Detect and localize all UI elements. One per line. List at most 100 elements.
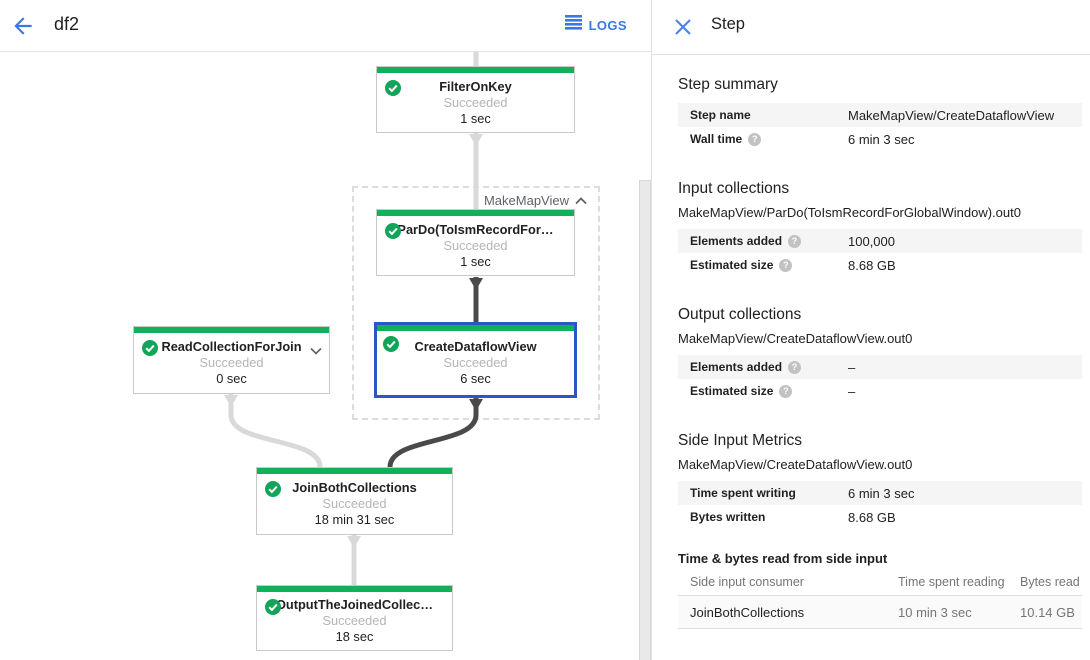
node-status: Succeeded <box>443 237 508 253</box>
kv-row: Elements added? – <box>678 355 1082 379</box>
step-detail-panel: Step Step summary Step name MakeMapView/… <box>652 0 1090 660</box>
kv-label: Estimated size <box>690 384 774 398</box>
job-graph-pane: df2 LOGS <box>0 0 652 660</box>
cell-bytes-read: 10.14 GB <box>1020 604 1075 620</box>
kv-row: Bytes written 8.68 GB <box>678 505 1082 529</box>
kv-label: Time spent writing <box>690 486 796 500</box>
graph-node-pardo-toismrecord[interactable]: ParDo(ToIsmRecordFor… Succeeded 1 sec <box>376 209 575 276</box>
table-row: JoinBothCollections 10 min 3 sec 10.14 G… <box>678 596 1082 629</box>
side-input-collection-name: MakeMapView/CreateDataflowView.out0 <box>678 457 913 472</box>
kv-row: Estimated size? – <box>678 379 1082 403</box>
side-input-read-table: Side input consumer Time spent reading B… <box>678 568 1082 629</box>
group-label-text: MakeMapView <box>483 193 569 208</box>
cell-consumer: JoinBothCollections <box>690 604 805 620</box>
node-status: Succeeded <box>443 94 508 110</box>
kv-row: Elements added? 100,000 <box>678 229 1082 253</box>
kv-label: Wall time <box>690 132 743 146</box>
col-header-consumer: Side input consumer <box>690 574 804 589</box>
node-time: 1 sec <box>460 253 491 269</box>
node-time: 1 sec <box>460 110 491 126</box>
vertical-scrollbar[interactable] <box>639 180 651 660</box>
kv-row: Estimated size? 8.68 GB <box>678 253 1082 277</box>
kv-value: 6 min 3 sec <box>848 131 915 147</box>
success-check-icon <box>265 599 281 615</box>
graph-node-joinbothcollections[interactable]: JoinBothCollections Succeeded 18 min 31 … <box>256 467 453 535</box>
section-heading-side-input-metrics: Side Input Metrics <box>678 432 803 449</box>
job-header: df2 LOGS <box>0 0 652 52</box>
kv-row: Time spent writing 6 min 3 sec <box>678 481 1082 505</box>
input-collection-name: MakeMapView/ParDo(ToIsmRecordForGlobalWi… <box>678 205 1021 220</box>
node-status-bar <box>377 210 574 216</box>
success-check-icon <box>265 481 281 497</box>
chevron-down-icon[interactable] <box>310 342 322 360</box>
success-check-icon <box>385 223 401 239</box>
kv-value: – <box>848 383 856 399</box>
kv-value: 100,000 <box>848 233 895 249</box>
node-status-bar <box>377 67 574 73</box>
step-summary-table: Step name MakeMapView/CreateDataflowView… <box>678 103 1082 151</box>
kv-row: Step name MakeMapView/CreateDataflowView <box>678 103 1082 127</box>
kv-label: Step name <box>690 108 751 122</box>
table-header-row: Side input consumer Time spent reading B… <box>678 568 1082 596</box>
node-status-bar <box>134 327 329 333</box>
node-status: Succeeded <box>199 355 264 370</box>
node-status: Succeeded <box>322 496 387 511</box>
kv-row: Wall time? 6 min 3 sec <box>678 127 1082 151</box>
kv-label: Bytes written <box>690 510 766 524</box>
node-title: FilterOnKey <box>439 78 512 94</box>
node-title: ReadCollectionForJoin <box>161 339 302 354</box>
node-status-bar <box>257 586 452 592</box>
section-heading-output-collections: Output collections <box>678 306 802 323</box>
help-icon[interactable]: ? <box>779 384 793 398</box>
kv-value: MakeMapView/CreateDataflowView <box>848 107 1055 123</box>
output-collections-table: Elements added? – Estimated size? – <box>678 355 1082 403</box>
graph-canvas[interactable]: MakeMapView FilterOnKey Succeeded 1 sec <box>0 52 652 660</box>
kv-label: Elements added <box>690 360 783 374</box>
node-status-bar <box>257 468 452 474</box>
success-check-icon <box>385 80 401 96</box>
job-name: df2 <box>54 14 80 34</box>
kv-value: 6 min 3 sec <box>848 485 915 501</box>
group-makemapview-toggle[interactable]: MakeMapView <box>481 193 589 208</box>
kv-label: Elements added <box>690 234 783 248</box>
close-icon[interactable] <box>673 17 693 37</box>
panel-title: Step <box>711 15 745 33</box>
kv-value: 8.68 GB <box>848 509 896 525</box>
graph-node-createdataflowview[interactable]: CreateDataflowView Succeeded 6 sec <box>374 322 577 398</box>
help-icon[interactable]: ? <box>788 234 802 248</box>
logs-button[interactable]: LOGS <box>564 15 627 35</box>
success-check-icon <box>383 336 399 352</box>
step-panel-header: Step <box>652 0 1090 55</box>
node-time: 18 sec <box>335 629 374 644</box>
node-status: Succeeded <box>322 613 387 628</box>
cell-time-reading: 10 min 3 sec <box>898 604 972 620</box>
node-title: JoinBothCollections <box>292 480 417 495</box>
kv-value: 8.68 GB <box>848 257 896 273</box>
help-icon[interactable]: ? <box>779 258 793 272</box>
node-time: 18 min 31 sec <box>314 512 395 527</box>
graph-node-readcollectionforjoin[interactable]: ReadCollectionForJoin Succeeded 0 sec <box>133 326 330 394</box>
side-input-read-table-heading: Time & bytes read from side input <box>678 551 888 566</box>
pane-divider <box>651 0 652 660</box>
help-icon[interactable]: ? <box>788 360 802 374</box>
side-input-metrics-table: Time spent writing 6 min 3 sec Bytes wri… <box>678 481 1082 529</box>
node-status-bar <box>377 325 574 331</box>
output-collection-name: MakeMapView/CreateDataflowView.out0 <box>678 331 913 346</box>
back-arrow-icon[interactable] <box>10 13 36 39</box>
col-header-time-reading: Time spent reading <box>898 574 1005 589</box>
logs-button-label: LOGS <box>588 17 627 33</box>
node-title: CreateDataflowView <box>414 339 537 354</box>
input-collections-table: Elements added? 100,000 Estimated size? … <box>678 229 1082 277</box>
node-time: 6 sec <box>460 371 491 386</box>
help-icon[interactable]: ? <box>748 132 762 146</box>
kv-value: – <box>848 359 856 375</box>
success-check-icon <box>142 340 158 356</box>
section-heading-step-summary: Step summary <box>678 76 778 93</box>
node-time: 0 sec <box>216 371 247 386</box>
chevron-up-icon <box>575 193 587 208</box>
graph-node-filteronkey[interactable]: FilterOnKey Succeeded 1 sec <box>376 66 575 133</box>
graph-node-outputthejoinedcollection[interactable]: OutputTheJoinedCollec… Succeeded 18 sec <box>256 585 453 651</box>
logs-list-icon <box>564 15 582 35</box>
node-status: Succeeded <box>443 355 508 370</box>
